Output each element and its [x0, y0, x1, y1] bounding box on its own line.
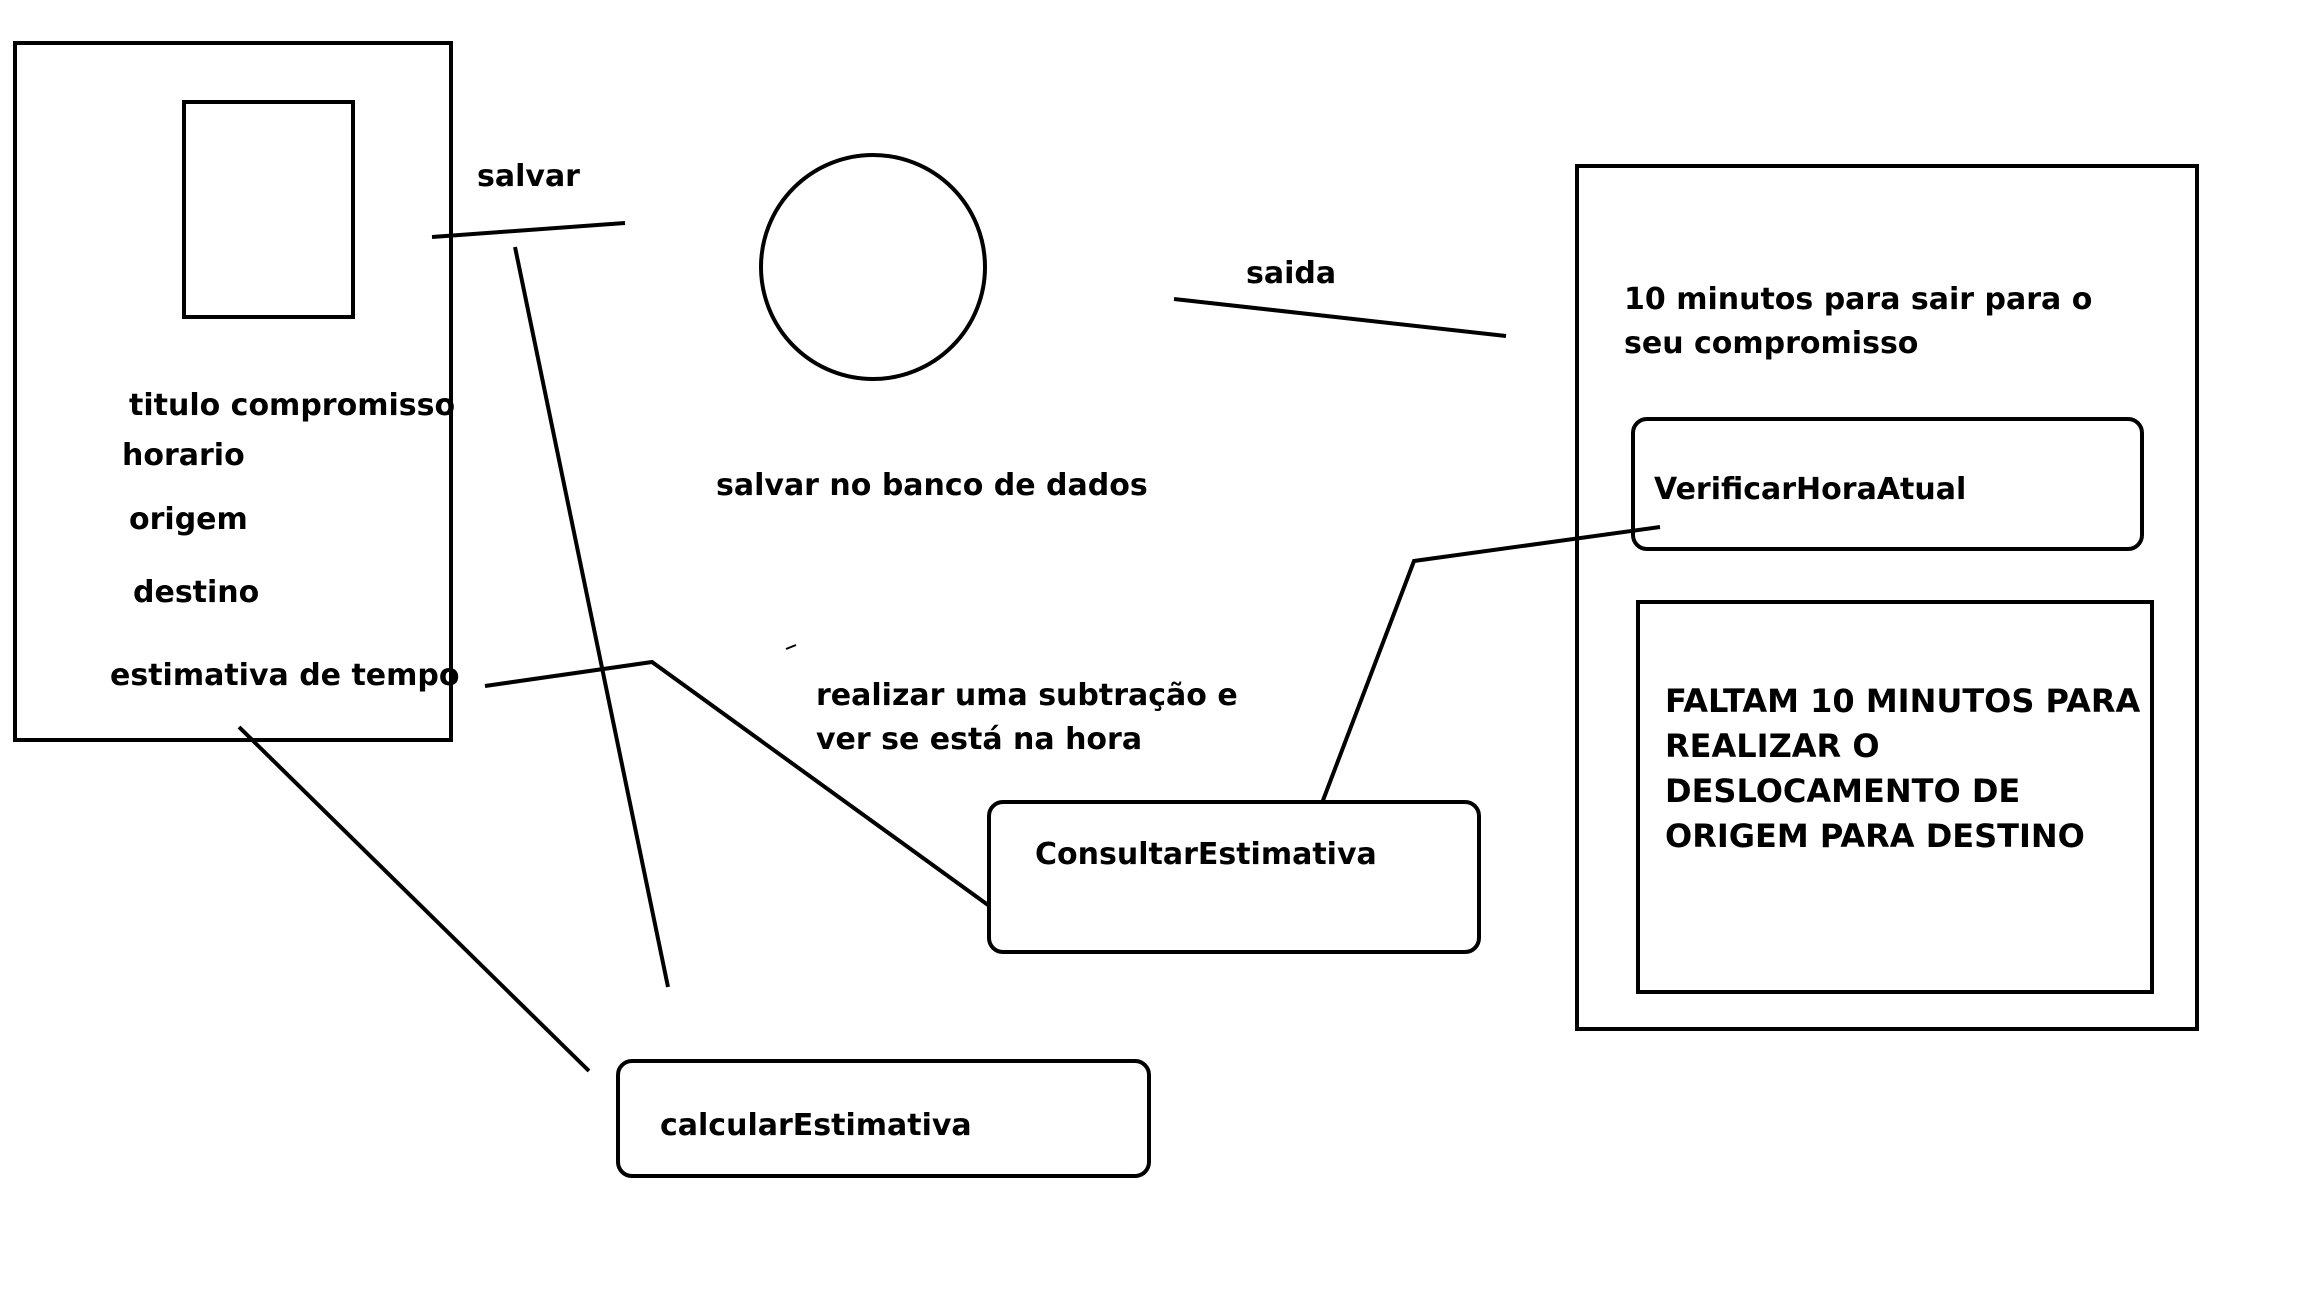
- form-to-calcular-connector: [237, 725, 591, 1073]
- notification-screen-frame: [1575, 164, 2199, 1031]
- form-image-placeholder: [182, 100, 355, 319]
- consultar-to-verificar-connector: [1320, 525, 1661, 804]
- form-panel-frame: [13, 41, 453, 742]
- notification-message: 10 minutos para sair para o seu compromi…: [1624, 282, 2093, 361]
- salvar-connector: [431, 221, 626, 239]
- consultar-estimativa-box: [987, 800, 1481, 954]
- alert-message: FALTAM 10 MINUTOS PARA REALIZAR O DESLOC…: [1665, 682, 2141, 855]
- field-label-origem: origem: [129, 502, 248, 537]
- saida-connector: [1173, 297, 1507, 338]
- field-label-titulo: titulo compromisso: [129, 388, 456, 423]
- field-label-horario: horario: [122, 438, 245, 473]
- salvar-label: salvar: [477, 159, 580, 194]
- salvar-to-calcular-connector: [513, 246, 670, 988]
- calcular-estimativa-label: calcularEstimativa: [660, 1108, 972, 1143]
- subtraction-note: realizar uma subtração e ver se está na …: [816, 678, 1238, 757]
- calcular-estimativa-box: [616, 1059, 1151, 1178]
- stray-mark: [785, 644, 797, 650]
- field-label-destino: destino: [133, 575, 260, 610]
- consultar-estimativa-label: ConsultarEstimativa: [1035, 837, 1377, 872]
- estimativa-to-consultar-connector: [484, 659, 990, 907]
- database-circle: [759, 153, 987, 381]
- alert-box: [1636, 600, 2154, 994]
- verificar-hora-atual-label: VerificarHoraAtual: [1654, 472, 1967, 507]
- saida-label: saida: [1246, 256, 1337, 291]
- database-caption: salvar no banco de dados: [716, 468, 1148, 503]
- field-label-estimativa: estimativa de tempo: [110, 658, 460, 693]
- verificar-hora-atual-box: [1631, 417, 2144, 551]
